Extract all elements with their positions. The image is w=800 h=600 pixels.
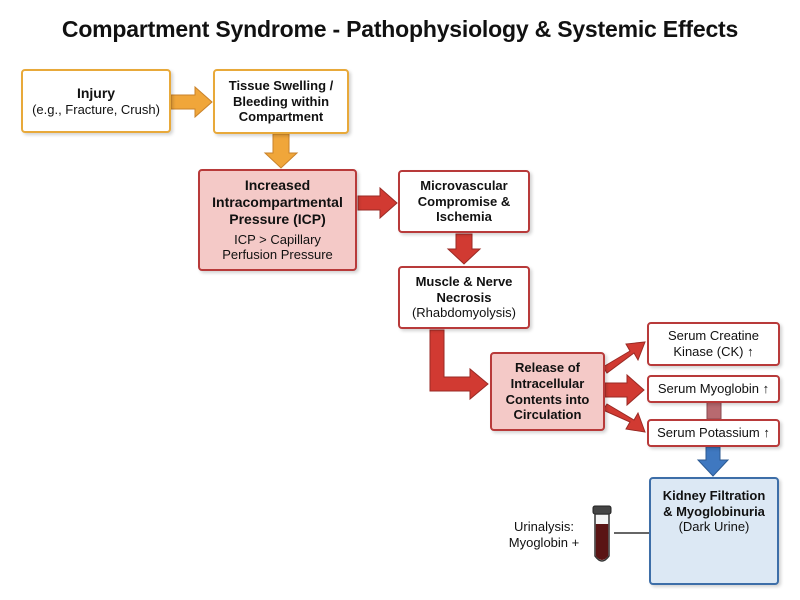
node-swelling-line-1: Tissue Swelling / [228, 78, 334, 94]
node-release-line-2: Intracellular [510, 375, 585, 391]
node-icp-line-1: Increased [244, 177, 311, 194]
node-necrosis-line-2: Necrosis [436, 289, 492, 305]
node-injury-sub: (e.g., Fracture, Crush) [32, 101, 160, 117]
connector-myoglobin-to-potassium [706, 400, 722, 420]
node-kidney-line-2: & Myoglobinuria [663, 503, 765, 519]
node-tissue-swelling: Tissue Swelling / Bleeding within Compar… [213, 69, 349, 134]
node-kidney-line-1: Kidney Filtration [662, 488, 766, 503]
node-kidney-filtration: Kidney Filtration & Myoglobinuria (Dark … [649, 477, 779, 585]
node-serum-potassium: Serum Potassium ↑ [647, 419, 780, 447]
node-icp-line-2: Intracompartmental [212, 194, 343, 210]
node-ck-line-1: Serum Creatine [667, 328, 760, 344]
arrow-micro-to-necrosis [446, 233, 482, 265]
node-swelling-line-3: Compartment [238, 109, 324, 125]
urinalysis-label: Urinalysis: Myoglobin + [498, 519, 590, 552]
arrow-necrosis-to-release [429, 329, 489, 401]
node-swelling-line-2: Bleeding within [232, 93, 330, 109]
arrow-release-to-ck [602, 341, 646, 374]
arrow-release-to-myoglobin [604, 373, 645, 407]
node-micro-line-1: Microvascular [420, 178, 508, 194]
urinalysis-line-2: Myoglobin + [508, 535, 580, 551]
node-serum-ck: Serum Creatine Kinase (CK) ↑ [647, 322, 780, 366]
node-kidney-sub: (Dark Urine) [678, 519, 750, 535]
node-necrosis-sub: (Rhabdomyolysis) [411, 305, 517, 321]
arrow-release-to-potassium [602, 403, 646, 433]
node-serum-myoglobin: Serum Myoglobin ↑ [647, 375, 780, 403]
arrow-potassium-to-kidney [696, 446, 730, 477]
arrow-icp-to-micro [357, 186, 398, 220]
node-microvascular-compromise: Microvascular Compromise & Ischemia [398, 170, 530, 233]
node-ck-line-2: Kinase (CK) ↑ [673, 344, 754, 359]
diagram-title: Compartment Syndrome - Pathophysiology &… [61, 16, 739, 42]
node-potassium-label: Serum Potassium ↑ [657, 425, 770, 441]
node-release-line-4: Circulation [513, 407, 582, 423]
node-icp-sub-1: ICP > Capillary [234, 231, 321, 247]
node-necrosis-line-1: Muscle & Nerve [415, 274, 513, 290]
node-icp-line-3: Pressure (ICP) [229, 210, 326, 227]
node-release-intracellular: Release of Intracellular Contents into C… [490, 352, 605, 431]
node-release-line-1: Release of [514, 360, 581, 376]
node-icp-sub-2: Perfusion Pressure [222, 247, 333, 263]
arrow-swelling-to-icp [263, 133, 299, 169]
node-muscle-nerve-necrosis: Muscle & Nerve Necrosis (Rhabdomyolysis) [398, 266, 530, 329]
node-increased-icp: Increased Intracompartmental Pressure (I… [198, 169, 357, 271]
node-injury: Injury (e.g., Fracture, Crush) [21, 69, 171, 133]
arrow-injury-to-swelling [170, 85, 213, 119]
node-micro-line-2: Compromise & [417, 193, 511, 209]
node-micro-line-3: Ischemia [436, 209, 492, 225]
test-tube-icon [592, 505, 612, 562]
node-myoglobin-label: Serum Myoglobin ↑ [657, 381, 770, 397]
node-release-line-3: Contents into [505, 391, 590, 407]
node-injury-title: Injury [76, 84, 116, 101]
urinalysis-line-1: Urinalysis: [514, 519, 574, 534]
